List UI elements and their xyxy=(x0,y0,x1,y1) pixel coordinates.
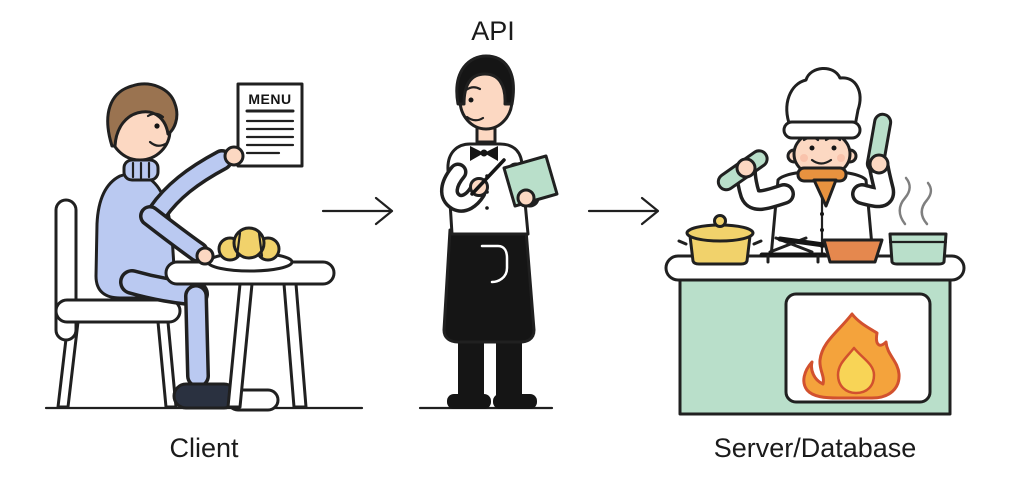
chef-right-hand xyxy=(868,153,890,175)
arrow-client-to-api xyxy=(321,196,394,226)
frying-pan-icon xyxy=(777,236,884,264)
waiter-eye xyxy=(468,97,474,103)
client-left-hand xyxy=(195,246,215,266)
order-pad-icon xyxy=(502,154,559,208)
client-eyebrow xyxy=(146,112,165,119)
yellow-pot-icon xyxy=(677,214,763,266)
waiter-person xyxy=(440,54,559,409)
client-label: Client xyxy=(169,433,239,463)
oven-icon xyxy=(784,292,932,404)
chef-left-hand xyxy=(735,157,757,179)
neckerchief-icon xyxy=(796,166,848,208)
flame-icon xyxy=(802,312,901,400)
client-right-hand xyxy=(223,145,245,167)
waiter-smile xyxy=(465,115,485,122)
chef-smile xyxy=(810,158,833,165)
bow-tie-icon xyxy=(470,146,498,161)
apron-icon xyxy=(442,228,536,344)
waiter-left-hand xyxy=(516,188,536,208)
client-eye xyxy=(154,123,160,129)
chef-hat-icon xyxy=(782,67,862,140)
waiter-hair xyxy=(455,54,515,106)
waiter-group xyxy=(418,54,559,410)
client-smile xyxy=(148,140,169,147)
dark-shoe-icon xyxy=(172,382,238,410)
steam-icon xyxy=(898,176,933,226)
server-database-label: Server/Database xyxy=(713,433,917,463)
menu-icon: MENU xyxy=(236,82,304,168)
table-icon xyxy=(164,260,336,409)
green-pot-icon xyxy=(888,232,948,266)
chef-eye-left xyxy=(809,145,815,151)
plate-croissant-icon xyxy=(206,226,294,273)
waiter-eyebrow xyxy=(464,86,482,92)
client-group: MENU xyxy=(44,82,364,412)
chef-group xyxy=(664,67,966,416)
arrow-api-to-server xyxy=(587,196,660,226)
api-label: API xyxy=(471,16,515,46)
chair-icon xyxy=(54,198,182,409)
pen-icon xyxy=(470,158,506,196)
chef-eye-right xyxy=(831,145,837,151)
menu-title: MENU xyxy=(248,91,291,107)
